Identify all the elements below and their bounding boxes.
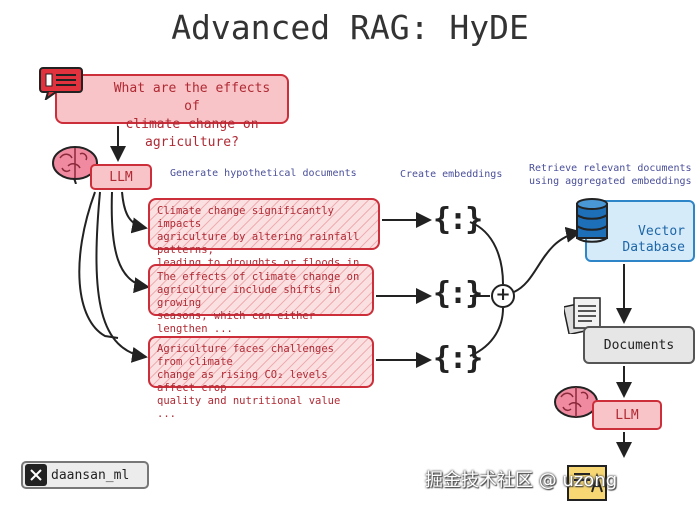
- hypothetical-doc-2: The effects of climate change on agricul…: [148, 264, 374, 335]
- vector-db-line1: Vector: [638, 224, 685, 239]
- arrow-llm-to-doc1: [121, 191, 148, 234]
- llm-top-box: LLM: [90, 164, 152, 190]
- embedding-3-icon: {:}: [433, 341, 483, 376]
- query-text-line2: climate change on agriculture?: [125, 117, 259, 150]
- chat-message-icon: [39, 67, 83, 100]
- hypothetical-doc-3: Agriculture faces challenges from climat…: [148, 336, 374, 420]
- x-logo-icon: [25, 464, 47, 486]
- step-generate-label: Generate hypothetical documents: [170, 168, 357, 179]
- author-badge[interactable]: daansan_ml: [21, 461, 149, 489]
- brain-icon: [52, 146, 98, 184]
- watermark-text: 掘金技术社区 @ uzong: [425, 470, 618, 491]
- documents-label: Documents: [603, 337, 675, 353]
- query-box: What are the effects of climate change o…: [55, 74, 289, 150]
- step-retrieve-label-line1: Retrieve relevant documents: [529, 163, 692, 174]
- documents-box: Documents: [583, 326, 695, 364]
- llm-top-label: LLM: [109, 169, 133, 185]
- doc2-line1: The effects of climate change on: [157, 271, 360, 283]
- database-icon: [576, 198, 608, 243]
- doc1-line1: Climate change significantly impacts: [157, 205, 335, 230]
- answer-card-icon: [567, 465, 607, 501]
- aggregate-plus-icon: +: [495, 284, 511, 305]
- aggregate-node: [491, 284, 515, 308]
- llm-bottom-label: LLM: [615, 407, 639, 423]
- doc3-line2: change as rising CO₂ levels affect crop: [157, 369, 328, 394]
- doc3-line3: quality and nutritional value ...: [157, 395, 341, 420]
- brain-icon-bottom: [554, 386, 598, 418]
- doc2-line2: agriculture include shifts in growing: [157, 284, 341, 309]
- embedding-2-icon: {:}: [433, 276, 483, 311]
- arrow-llm-to-doc2: [110, 191, 150, 294]
- line-embed1-to-plus: [469, 221, 504, 285]
- arrow-llm-to-doc3: [95, 191, 148, 363]
- query-text-line1: What are the effects of: [113, 81, 271, 114]
- line-embed3-to-plus: [469, 307, 504, 357]
- line-llm-loop: [78, 191, 119, 339]
- doc1-line2: agriculture by altering rainfall pattern…: [157, 231, 360, 256]
- embedding-1-icon: {:}: [433, 202, 483, 237]
- diagram-title: Advanced RAG: HyDE: [171, 8, 529, 47]
- step-embed-label: Create embeddings: [400, 169, 503, 180]
- vector-db-line2: Database: [622, 240, 685, 255]
- doc2-line3: seasons, which can either lengthen ...: [157, 310, 316, 335]
- llm-bottom-box: LLM: [592, 400, 662, 430]
- step-retrieve-label-line2: using aggregated embeddings: [529, 176, 692, 187]
- author-handle: daansan_ml: [51, 467, 130, 483]
- hypothetical-doc-1: Climate change significantly impacts agr…: [148, 198, 380, 282]
- arrow-plus-to-vectordb: [513, 226, 582, 293]
- doc3-line1: Agriculture faces challenges from climat…: [157, 343, 335, 368]
